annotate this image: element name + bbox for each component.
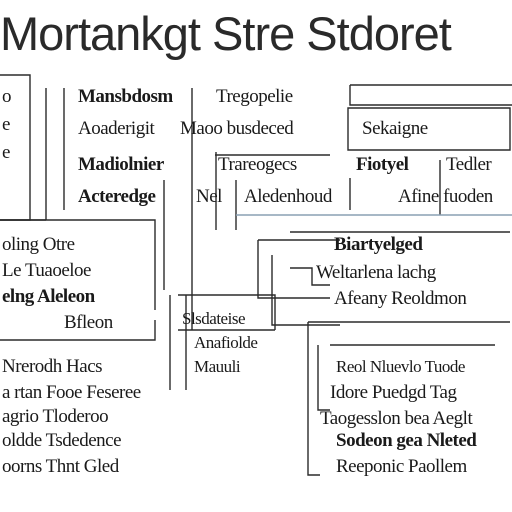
right-bottom-item-1: Reol Nluevlo Tuode (336, 357, 465, 376)
left-top-item-2: e (2, 114, 10, 135)
center-item-1: Slsdateise (182, 309, 246, 328)
node-row4-far: Afine fuoden (398, 186, 493, 207)
node-row3: Madiolnier (78, 154, 164, 175)
right-bottom-item-2: Idore Puedgd Tag (330, 382, 457, 403)
center-item-2: Anafiolde (194, 333, 258, 352)
diagram-title: Mortankgt Stre Stdoret (0, 7, 452, 60)
left-top-item-3: e (2, 142, 10, 163)
right-bottom-item-4: Sodeon gea Nleted (336, 430, 477, 451)
left-mid-item-1: oling Otre (2, 234, 75, 255)
node-row3-right: Fiotyel (356, 154, 409, 175)
left-bottom-item-1: Nrerodh Hacs (2, 356, 103, 377)
node-row1: Mansbdosm (78, 86, 173, 107)
node-row4-mid: Nel (196, 186, 222, 207)
right-bottom-item-5: Reeponic Paollem (336, 456, 467, 477)
center-item-3: Mauuli (194, 357, 241, 376)
node-row3-mid: Trareogecs (218, 154, 297, 175)
left-bottom-item-2: a rtan Fooe Feseree (2, 382, 141, 403)
right-mid-item-3: Afeany Reoldmon (334, 288, 467, 309)
node-row4-right: Aledenhoud (244, 186, 332, 207)
node-row2: Aoaderigit (78, 118, 155, 139)
node-row2-mid: Maoo busdeced (180, 118, 294, 139)
left-mid-item-4: Bfleon (64, 312, 113, 333)
left-bottom-item-4: oldde Tsdedence (2, 430, 122, 451)
node-row4: Acteredge (78, 186, 156, 207)
right-mid-item-1: Biartyelged (334, 234, 423, 255)
right-bottom-item-3: Taogesslon bea Aeglt (320, 408, 473, 429)
left-bottom-item-5: oorns Thnt Gled (2, 456, 119, 477)
right-mid-item-2: Weltarlena lachg (316, 262, 436, 283)
node-row3-far: Tedler (446, 154, 492, 175)
node-row1-right: Tregopelie (216, 86, 293, 107)
node-row2-box: Sekaigne (362, 118, 428, 139)
left-mid-item-2: Le Tuaoeloe (2, 260, 91, 281)
left-top-item-1: o (2, 86, 12, 107)
left-mid-item-3: elng Aleleon (2, 286, 95, 307)
left-bottom-item-3: agrio Tloderoo (2, 406, 109, 427)
